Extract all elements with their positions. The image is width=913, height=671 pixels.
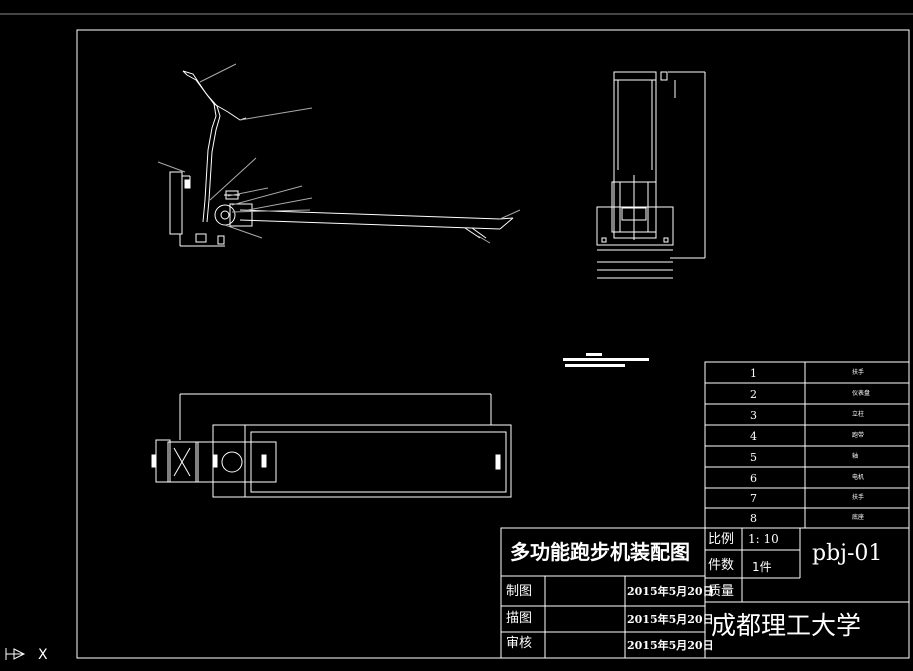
part-no-1: 1 <box>750 367 757 380</box>
part-name-3: 立柱 <box>852 411 865 418</box>
part-name-2: 仪表盘 <box>852 390 871 397</box>
part-no-8: 8 <box>750 512 757 525</box>
drawing-number: pbj-01 <box>812 541 883 566</box>
side-view <box>169 70 514 247</box>
part-leaders <box>157 63 521 244</box>
scale-value: 1: 10 <box>748 532 779 546</box>
part-name-7: 扶手 <box>852 494 865 501</box>
mass-label: 质量 <box>708 584 735 599</box>
front-view <box>596 71 706 279</box>
ucs-icon <box>5 648 26 660</box>
part-name-8: 底座 <box>852 514 865 521</box>
date-draw: 2015年5月20日 <box>627 585 714 598</box>
school-name: 成都理工大学 <box>711 611 862 640</box>
drawing-frame <box>76 29 910 659</box>
scale-label: 比例 <box>708 532 735 547</box>
role-review: 审核 <box>506 636 533 651</box>
date-trace: 2015年5月20日 <box>627 613 714 626</box>
parts-list-table <box>704 361 910 529</box>
quantity-value: 1件 <box>752 560 772 574</box>
quantity-label: 件数 <box>708 558 735 573</box>
part-no-6: 6 <box>750 472 757 485</box>
title-block <box>500 527 910 659</box>
part-no-4: 4 <box>750 430 757 443</box>
part-name-1: 扶手 <box>852 369 865 376</box>
role-trace: 描图 <box>506 611 533 626</box>
part-no-5: 5 <box>750 451 757 464</box>
part-no-3: 3 <box>750 409 757 422</box>
part-name-6: 电机 <box>852 474 865 481</box>
technical-notes <box>563 353 649 367</box>
part-name-4: 跑带 <box>852 432 865 439</box>
part-no-2: 2 <box>750 388 757 401</box>
ucs-x-label: X <box>38 647 48 663</box>
part-no-7: 7 <box>750 492 757 505</box>
role-draw: 制图 <box>506 584 533 599</box>
part-name-5: 轴 <box>852 453 859 460</box>
top-view <box>151 393 512 498</box>
date-review: 2015年5月20日 <box>627 639 714 652</box>
drawing-title: 多功能跑步机装配图 <box>510 540 690 564</box>
